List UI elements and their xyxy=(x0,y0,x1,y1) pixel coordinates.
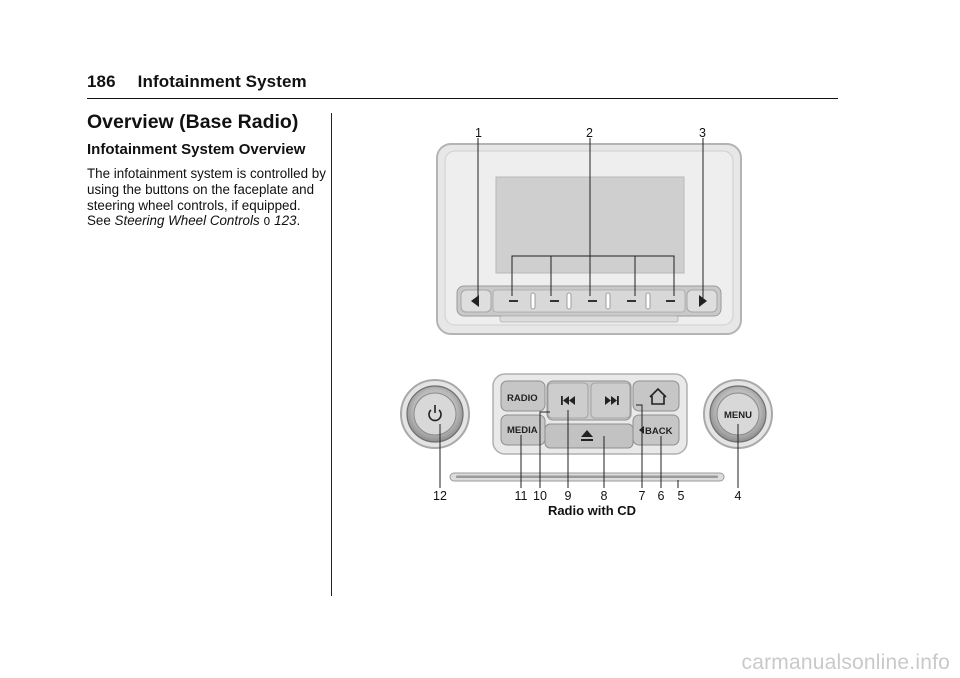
column-divider xyxy=(331,113,332,596)
header-section-title: Infotainment System xyxy=(137,72,307,91)
page-header: 186 Infotainment System xyxy=(87,72,307,92)
callout-10: 10 xyxy=(533,489,547,503)
body-paragraph: The infotainment system is controlled by… xyxy=(87,166,327,230)
callout-1: 1 xyxy=(475,126,482,140)
radio-button[interactable] xyxy=(500,380,546,412)
display-callout-lines xyxy=(477,138,704,298)
display-unit xyxy=(436,143,742,335)
softkey-3[interactable] xyxy=(588,300,597,302)
watermark: carmanualsonline.info xyxy=(741,651,950,674)
subsection-title: Infotainment System Overview xyxy=(87,141,306,158)
back-button[interactable] xyxy=(632,414,680,446)
left-arrow-icon xyxy=(471,295,479,307)
page-reference-icon: 0 xyxy=(263,215,271,229)
figure-caption: Radio with CD xyxy=(548,503,636,518)
power-knob[interactable] xyxy=(413,392,457,436)
softkey-1[interactable] xyxy=(509,300,518,302)
callout-4: 4 xyxy=(735,489,742,503)
body-text: The infotainment system is controlled by… xyxy=(87,166,326,229)
radio-diagram: 1 2 3 MENU RADIO MEDIA xyxy=(400,126,773,518)
seek-back-icon xyxy=(561,396,575,405)
radio-label: RADIO xyxy=(507,393,538,404)
callout-12: 12 xyxy=(433,489,447,503)
softkey-2[interactable] xyxy=(550,300,559,302)
right-arrow-icon xyxy=(699,295,707,307)
steering-wheel-controls-link[interactable]: Steering Wheel Controls xyxy=(114,213,260,229)
callout-2: 2 xyxy=(586,126,593,140)
page-reference-number[interactable]: 123 xyxy=(274,213,297,229)
callout-8: 8 xyxy=(601,489,608,503)
seek-forward-icon xyxy=(605,396,619,405)
callout-11: 11 xyxy=(515,489,528,503)
header-rule xyxy=(87,98,838,99)
callout-9: 9 xyxy=(565,489,572,503)
softkey-4[interactable] xyxy=(627,300,636,302)
body-end: . xyxy=(296,213,301,229)
radio-figure: 1 2 3 MENU RADIO MEDIA xyxy=(390,118,790,528)
section-title: Overview (Base Radio) xyxy=(87,111,299,133)
callout-7: 7 xyxy=(639,489,646,503)
callout-3: 3 xyxy=(699,126,706,140)
media-label: MEDIA xyxy=(507,425,538,436)
menu-label: MENU xyxy=(724,410,752,421)
control-callout-lines xyxy=(439,404,739,488)
callout-6: 6 xyxy=(658,489,665,503)
power-icon xyxy=(428,405,442,422)
home-icon xyxy=(649,387,667,405)
page-number: 186 xyxy=(87,72,116,91)
eject-icon xyxy=(581,430,593,441)
home-button[interactable] xyxy=(632,380,680,412)
callout-5: 5 xyxy=(678,489,685,503)
back-label: BACK xyxy=(645,426,673,437)
control-panel: MENU RADIO MEDIA BA xyxy=(400,373,773,482)
softkey-5[interactable] xyxy=(666,300,675,302)
